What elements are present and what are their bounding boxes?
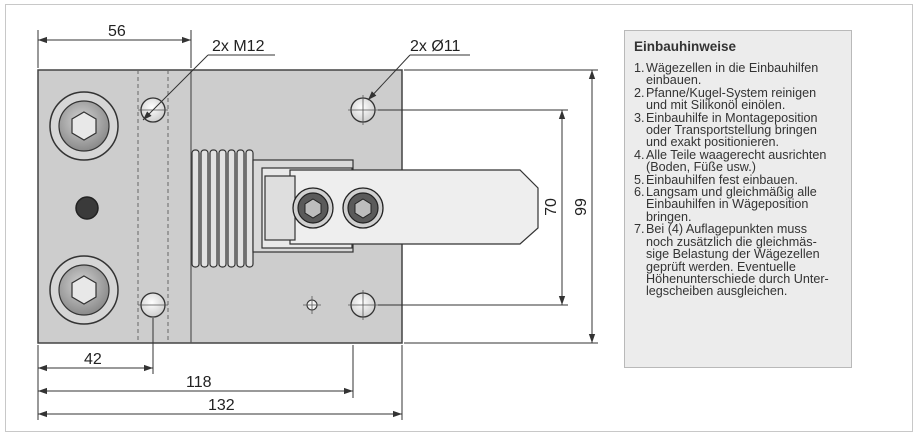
note-number: 2.	[634, 85, 645, 100]
note-line: und exakt positionieren.	[646, 135, 780, 150]
note-line: geprüft werden. Eventuelle	[646, 259, 796, 274]
dim-overall-height: 99	[573, 198, 590, 216]
note-line: oder Transportstellung bringen	[646, 123, 817, 138]
bellows-icon	[191, 149, 254, 268]
note-number: 3.	[634, 110, 645, 125]
note-item: 4.Alle Teile waagerecht ausrichten(Boden…	[634, 147, 842, 175]
bolt-head-icon	[49, 91, 119, 161]
note-line: Einbauhilfe in Montageposition	[646, 110, 818, 125]
note-line: Einbauhilfen in Wägeposition	[646, 197, 809, 212]
dim-thread-callout: 2x M12	[212, 38, 265, 55]
note-line: Wägezellen in die Einbauhilfen	[646, 61, 819, 75]
note-line: einbauen.	[646, 73, 702, 88]
note-line: noch zusätzlich die gleichmäs-	[646, 234, 817, 249]
note-line: Einbauhilfen fest einbauen.	[646, 172, 798, 187]
dim-hole-spacing-total: 118	[186, 374, 212, 391]
socket-screw-icon	[342, 187, 384, 229]
hidden-thread-lines	[137, 70, 169, 343]
note-number: 7.	[634, 222, 645, 237]
note-line: und mit Silikonöl einölen.	[646, 98, 786, 113]
installation-notes-panel: Einbauhinweise 1.Wägezellen in die Einba…	[624, 30, 852, 368]
note-text: Alle Teile waagerecht ausrichten(Boden, …	[646, 147, 827, 175]
bolt-head-icon	[49, 255, 119, 325]
dim-top-width: 56	[108, 23, 126, 40]
note-line: sige Belastung der Wägezellen	[646, 247, 820, 262]
note-text: Einbauhilfen fest einbauen.	[646, 172, 798, 187]
note-number: 1.	[634, 61, 645, 75]
note-line: (Boden, Füße usw.)	[646, 160, 756, 175]
note-line: bringen.	[646, 209, 692, 224]
note-line: Pfanne/Kugel-System reinigen	[646, 85, 817, 100]
note-number: 6.	[634, 185, 645, 200]
dimension-lines	[37, 30, 598, 420]
note-number: 5.	[634, 172, 645, 187]
drawing-frame	[5, 4, 913, 432]
dim-vertical-spacing: 70	[543, 198, 560, 216]
note-number: 4.	[634, 147, 645, 162]
socket-screw-icon	[292, 187, 334, 229]
note-line: Alle Teile waagerecht ausrichten	[646, 147, 827, 162]
dim-hole-spacing-left: 42	[84, 351, 102, 368]
notes-title: Einbauhinweise	[634, 39, 737, 54]
note-item: 5.Einbauhilfen fest einbauen.	[634, 172, 842, 187]
locating-pin-icon	[75, 196, 99, 220]
dim-hole-callout: 2x Ø11	[410, 38, 461, 55]
dim-overall-width: 132	[208, 397, 235, 414]
note-line: Bei (4) Auflagepunkten muss	[646, 222, 808, 237]
note-line: Langsam und gleichmäßig alle	[646, 185, 817, 200]
note-line: Höhenunterschiede durch Unter-	[646, 271, 829, 286]
note-line: legscheiben ausgleichen.	[646, 284, 788, 299]
